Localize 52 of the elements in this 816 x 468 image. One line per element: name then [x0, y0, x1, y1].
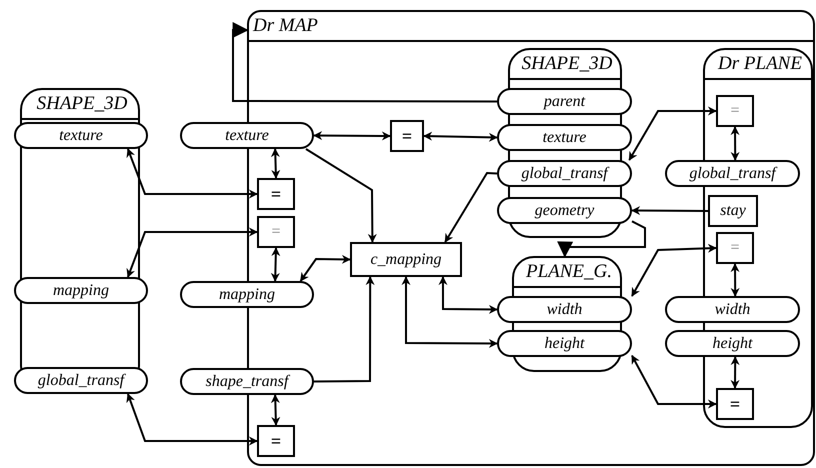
group-title: SHAPE_3D: [22, 90, 138, 120]
process-box: c_mapping: [350, 242, 462, 277]
attribute-box: mapping: [14, 277, 148, 304]
arrow: [438, 276, 498, 314]
attribute-box: width: [665, 296, 800, 323]
attribute-box: height: [665, 330, 800, 357]
attribute-box: texture: [497, 124, 632, 151]
arrow: [270, 394, 280, 426]
group-title: Dr PLANE: [705, 50, 811, 80]
arrow: [305, 148, 377, 243]
attribute-box: texture: [14, 122, 148, 149]
group-title: PLANE_G.: [514, 258, 620, 288]
arrow: [631, 244, 717, 297]
arrow: [126, 228, 258, 278]
attribute-box: texture: [180, 122, 314, 149]
group-title: Dr MAP: [249, 12, 813, 42]
arrow: [402, 276, 498, 348]
arrow: [232, 22, 497, 102]
arrow: [270, 247, 280, 282]
equals-box: =: [257, 216, 295, 248]
group-title: SHAPE_3D: [510, 50, 620, 80]
arrow: [730, 126, 740, 161]
process-box: stay: [708, 195, 758, 227]
arrow: [444, 172, 498, 243]
arrow: [557, 220, 646, 258]
arrow: [631, 206, 708, 216]
equals-box: =: [257, 425, 295, 457]
arrow: [628, 106, 717, 161]
equals-box: =: [716, 232, 754, 264]
attribute-box: geometry: [497, 197, 632, 224]
arrow: [631, 354, 717, 408]
arrow: [313, 131, 391, 140]
attribute-box: mapping: [180, 281, 314, 308]
attribute-box: parent: [497, 88, 632, 115]
arrow: [126, 148, 258, 198]
equals-box: =: [716, 95, 754, 127]
attribute-box: global_transf: [497, 160, 632, 187]
equals-box: =: [390, 120, 424, 152]
attribute-box: width: [497, 296, 632, 323]
attribute-box: global_transf: [665, 160, 800, 187]
arrow: [300, 254, 351, 282]
arrow: [314, 276, 375, 382]
attribute-box: global_transf: [14, 367, 148, 394]
arrow: [270, 148, 280, 179]
equals-box: =: [257, 178, 295, 210]
attribute-box: height: [497, 330, 632, 357]
arrow: [423, 132, 498, 142]
arrow: [126, 393, 258, 446]
arrow: [730, 263, 740, 297]
attribute-box: shape_transf: [180, 368, 314, 395]
equals-box: =: [716, 388, 754, 420]
arrow: [730, 356, 740, 389]
